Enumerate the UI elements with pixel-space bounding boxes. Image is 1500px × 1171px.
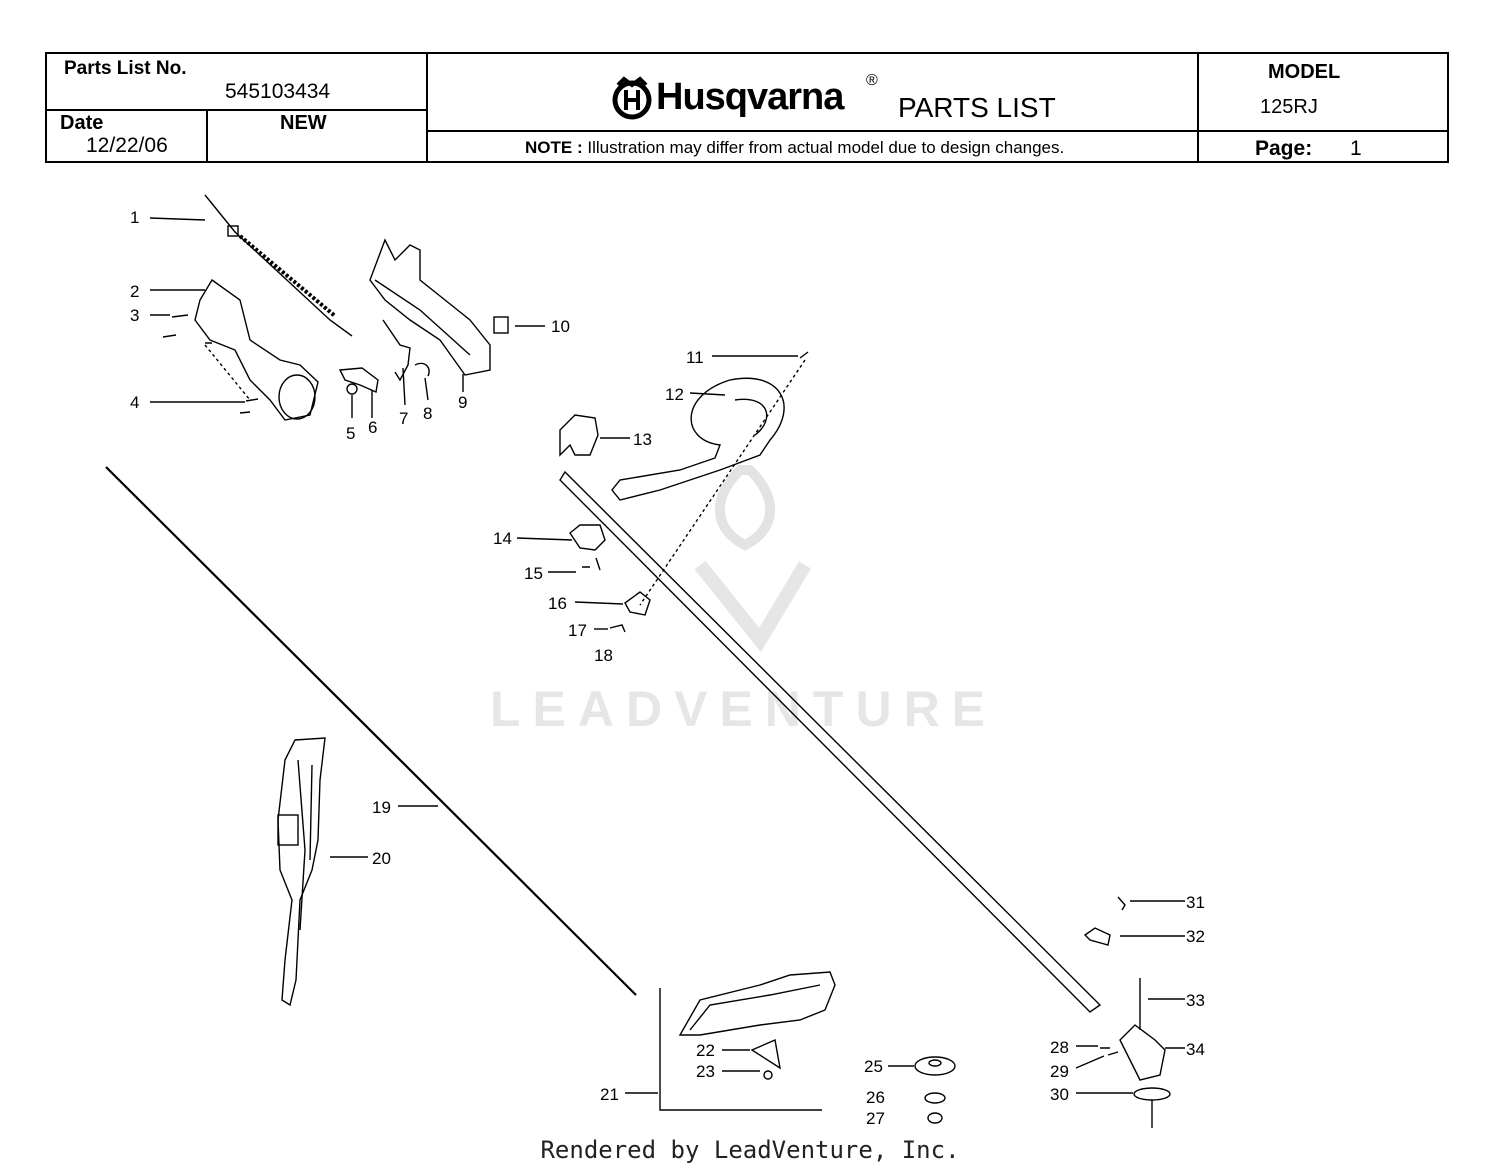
- page-title: PARTS LIST: [898, 92, 1056, 123]
- page-number: 1: [1350, 137, 1362, 160]
- callout-31: 31: [1186, 893, 1205, 912]
- status-new: NEW: [280, 112, 327, 134]
- page-label: Page:: [1255, 137, 1313, 160]
- callout-29: 29: [1050, 1062, 1069, 1081]
- model-label: MODEL: [1268, 61, 1341, 83]
- model-value: 125RJ: [1260, 96, 1318, 118]
- shoulder-harness: [277, 737, 326, 1007]
- callout-22: 22: [696, 1041, 715, 1060]
- callout-16: 16: [548, 594, 567, 613]
- callout-1: 1: [130, 208, 140, 227]
- callout-28: 28: [1050, 1038, 1069, 1057]
- gear-head: [1119, 1024, 1166, 1081]
- callout-7: 7: [399, 409, 409, 428]
- footer-rendered-by: Rendered by LeadVenture, Inc.: [540, 1136, 960, 1164]
- callout-11: 11: [686, 348, 704, 367]
- trimmer-guard: [678, 971, 836, 1036]
- callout-21: 21: [600, 1085, 619, 1104]
- callout-19: 19: [372, 798, 391, 817]
- callout-18: 18: [594, 646, 613, 665]
- parts-list-no: 545103434: [225, 80, 331, 103]
- engine-housing: [194, 278, 319, 421]
- callout-8: 8: [423, 404, 433, 423]
- shaft-tube: [559, 470, 1102, 1013]
- callout-6: 6: [368, 418, 378, 437]
- throttle-cable: [204, 194, 353, 337]
- date-value: 12/22/06: [86, 134, 168, 157]
- callout-17: 17: [568, 621, 587, 640]
- callout-2: 2: [130, 282, 140, 301]
- callout-34: 34: [1186, 1040, 1205, 1059]
- callout-33: 33: [1186, 991, 1205, 1010]
- callout-23: 23: [696, 1062, 715, 1081]
- callout-9: 9: [458, 393, 468, 412]
- rear-handle: [369, 238, 491, 376]
- callout-10: 10: [551, 317, 570, 336]
- callout-5: 5: [346, 424, 356, 443]
- note: NOTE : Illustration may differ from actu…: [525, 138, 1064, 158]
- callout-13: 13: [633, 430, 652, 449]
- callout-4: 4: [130, 393, 140, 412]
- loop-handle: [611, 377, 785, 501]
- brand-name: Husqvarna: [656, 76, 844, 118]
- note-text: Illustration may differ from actual mode…: [587, 138, 1065, 157]
- registered-mark: ®: [866, 72, 878, 89]
- callout-15: 15: [524, 564, 543, 583]
- callout-14: 14: [493, 529, 512, 548]
- callout-27: 27: [866, 1109, 885, 1128]
- parts-list-no-label: Parts List No.: [64, 58, 187, 79]
- callout-12: 12: [665, 385, 684, 404]
- callout-25: 25: [864, 1057, 883, 1076]
- note-label: NOTE :: [525, 138, 583, 157]
- callout-32: 32: [1186, 927, 1205, 946]
- callout-3: 3: [130, 306, 140, 325]
- husqvarna-crown-icon: [610, 76, 654, 120]
- callout-26: 26: [866, 1088, 885, 1107]
- callout-30: 30: [1050, 1085, 1069, 1104]
- drive-shaft: [105, 466, 637, 996]
- date-label: Date: [60, 112, 104, 134]
- watermark: LEADVENTURE: [490, 681, 998, 737]
- callout-20: 20: [372, 849, 391, 868]
